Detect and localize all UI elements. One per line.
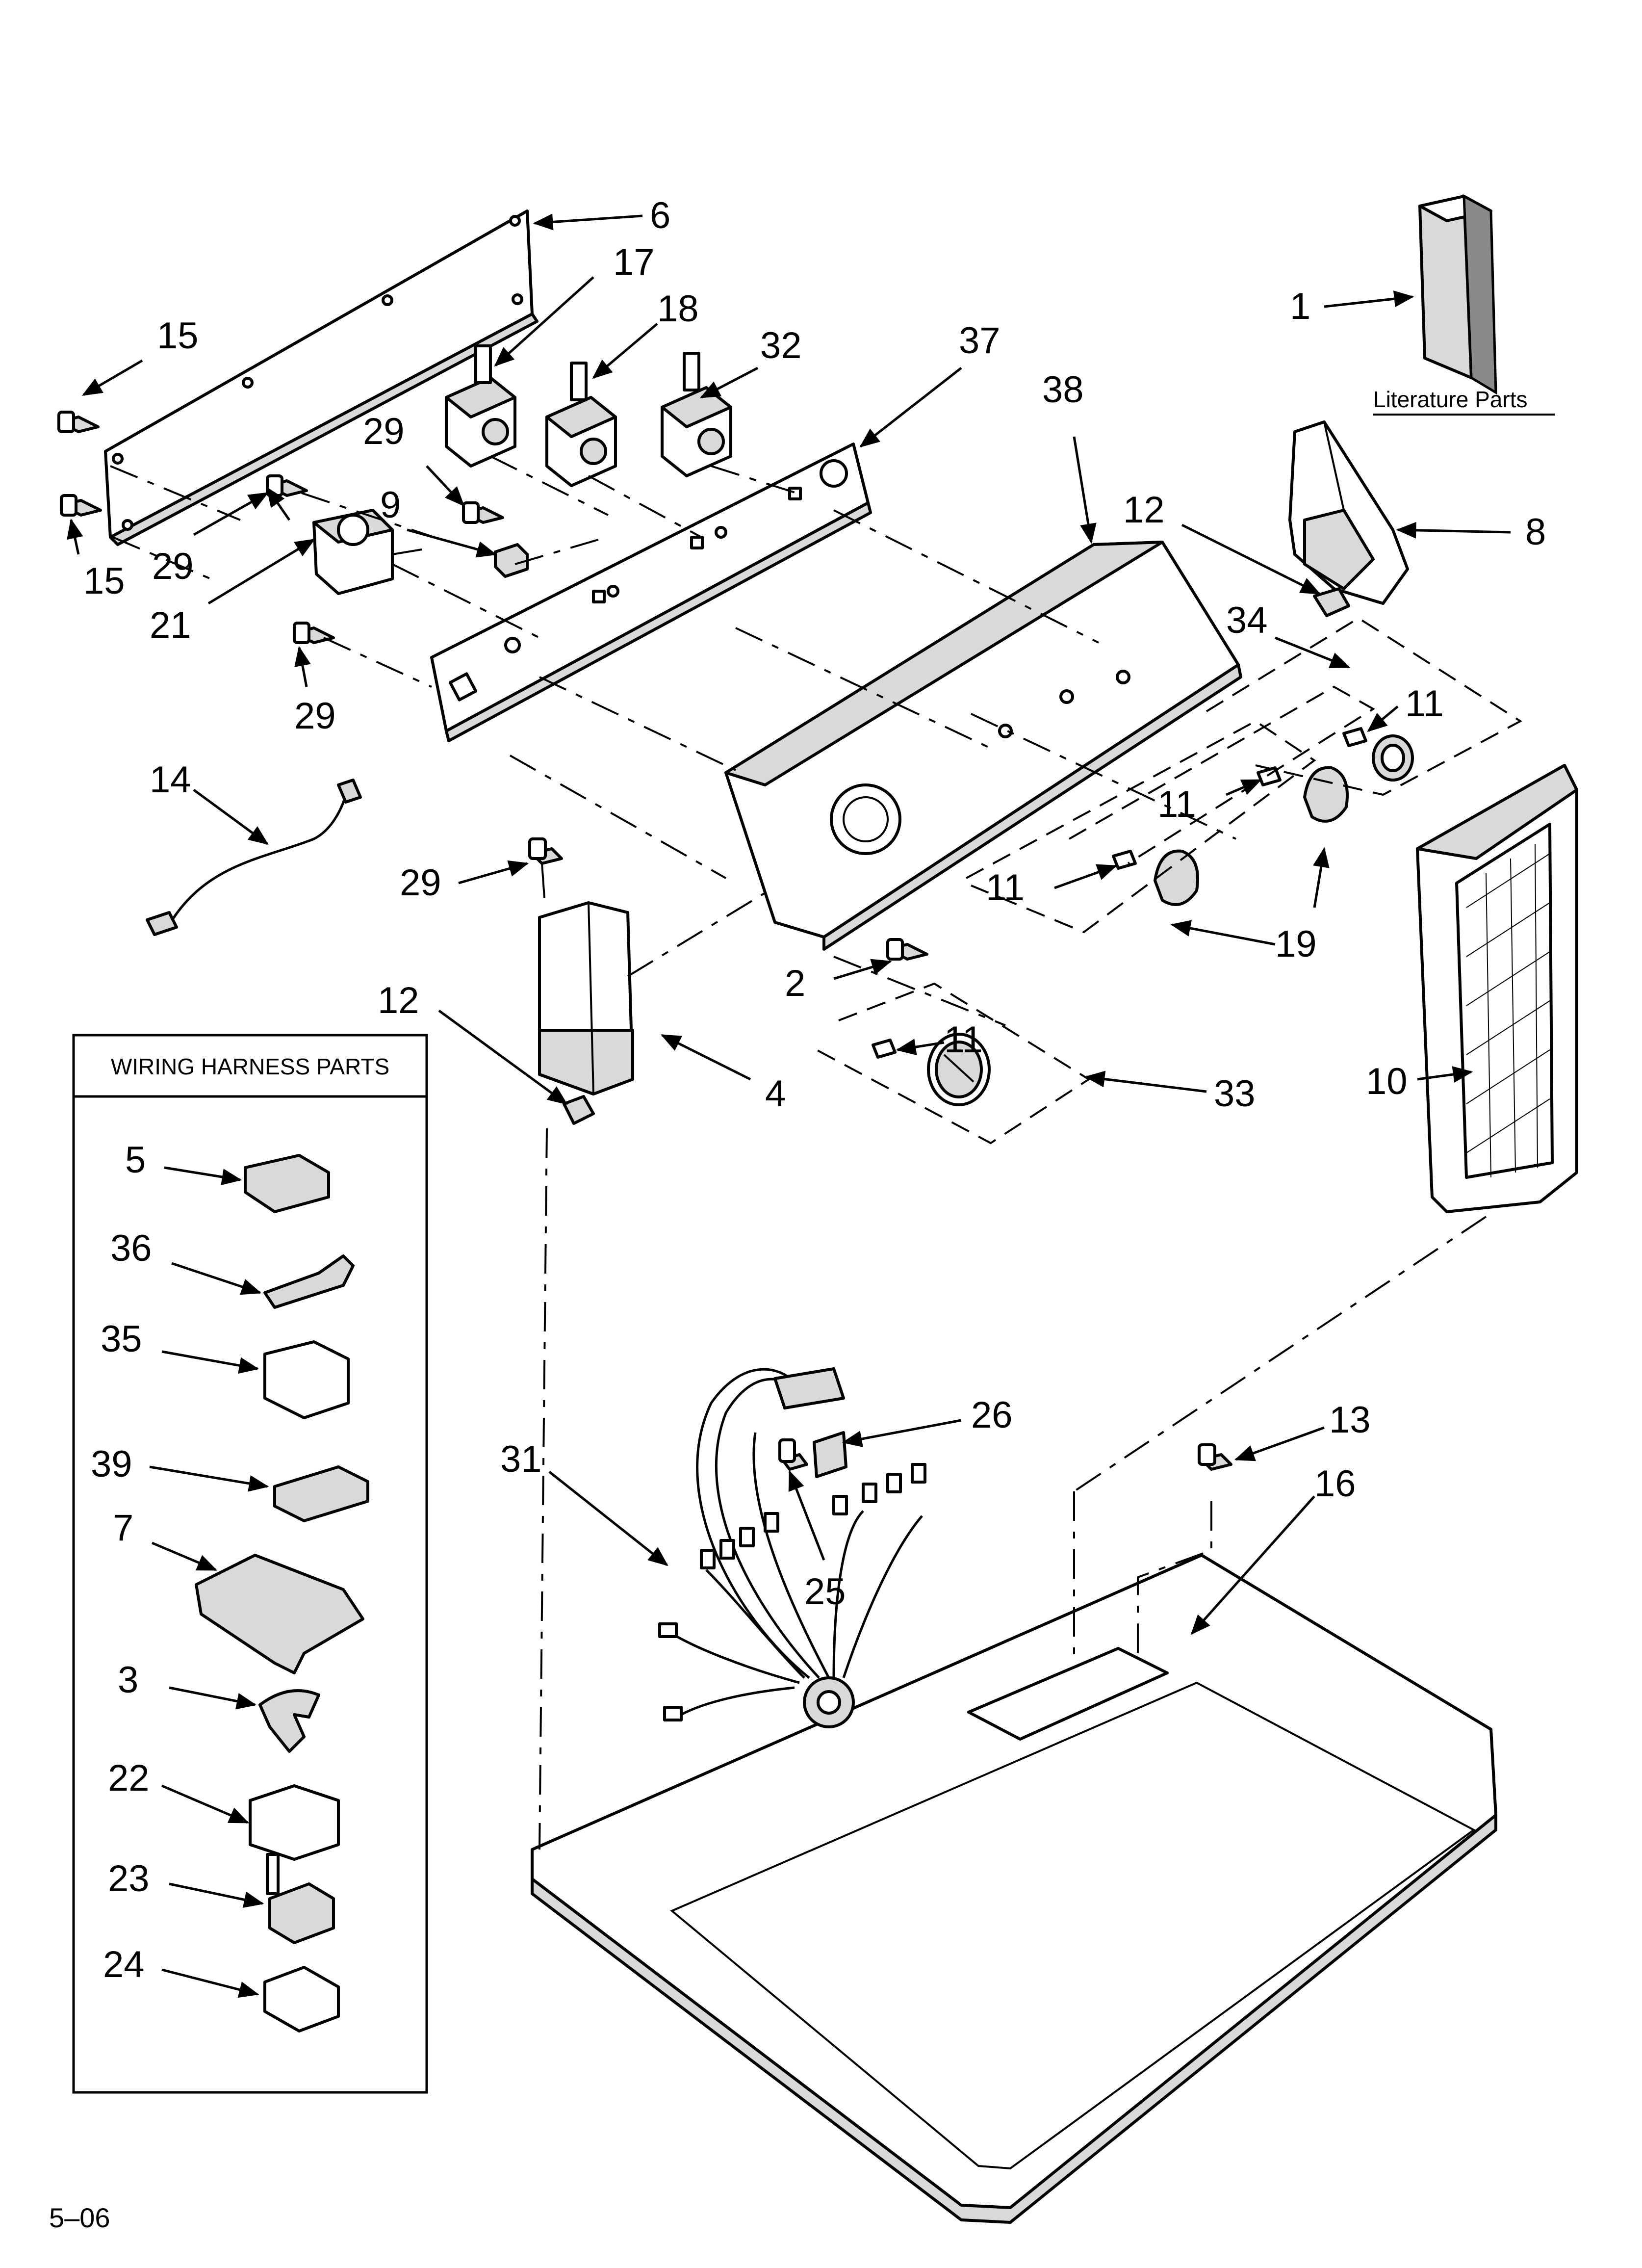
callout-16: 16 bbox=[1314, 1463, 1356, 1505]
switch-17 bbox=[445, 344, 516, 468]
callout-29-top: 29 bbox=[363, 411, 405, 452]
callout-15-lower: 15 bbox=[83, 560, 125, 602]
callout-10: 10 bbox=[1366, 1061, 1408, 1102]
callout-labels: 6 17 18 32 37 38 1 8 12 34 11 11 11 19 1… bbox=[83, 195, 1546, 1985]
callout-19: 19 bbox=[1275, 923, 1317, 965]
connector-24 bbox=[263, 1966, 340, 2033]
footer-code: 5–06 bbox=[49, 2202, 110, 2233]
callout-11-a: 11 bbox=[1405, 683, 1444, 725]
callout-11-d: 11 bbox=[944, 1019, 983, 1061]
console-rear-panel bbox=[104, 209, 539, 546]
connector-5 bbox=[244, 1154, 330, 1213]
callout-29-cap: 29 bbox=[400, 862, 441, 904]
callout-6: 6 bbox=[650, 195, 670, 236]
lint-screen-10 bbox=[1416, 764, 1578, 1213]
callout-3: 3 bbox=[118, 1659, 138, 1701]
callout-32: 32 bbox=[760, 325, 802, 366]
callout-38: 38 bbox=[1042, 369, 1084, 411]
wire-14 bbox=[146, 779, 362, 936]
literature-caption: Literature Parts bbox=[1373, 387, 1527, 412]
adapter-11-d bbox=[872, 1039, 897, 1059]
knob-34 bbox=[1372, 734, 1414, 782]
clip-26 bbox=[813, 1431, 847, 1478]
screw-29-left bbox=[266, 474, 308, 497]
screw-15-upper bbox=[57, 411, 100, 433]
end-cap-4 bbox=[538, 901, 634, 1095]
callout-29-left: 29 bbox=[152, 546, 194, 587]
clip-12-upper bbox=[1313, 587, 1350, 617]
part-9-clip bbox=[494, 543, 529, 578]
callout-34: 34 bbox=[1226, 600, 1268, 641]
timer-21 bbox=[312, 509, 422, 595]
callout-5: 5 bbox=[125, 1139, 146, 1181]
callout-35: 35 bbox=[101, 1318, 142, 1360]
callout-13: 13 bbox=[1329, 1399, 1371, 1441]
callout-33: 33 bbox=[1214, 1073, 1256, 1115]
callout-18: 18 bbox=[657, 288, 699, 330]
callout-24: 24 bbox=[103, 1944, 145, 1985]
connector-22 bbox=[249, 1784, 340, 1861]
clip-12-lower bbox=[563, 1095, 595, 1125]
callout-17: 17 bbox=[613, 241, 655, 283]
literature-booklet bbox=[1418, 195, 1473, 379]
switch-18 bbox=[545, 362, 617, 487]
callout-2: 2 bbox=[785, 963, 805, 1004]
callout-29-low: 29 bbox=[294, 695, 336, 737]
callout-11-b: 11 bbox=[1157, 783, 1196, 825]
callout-26: 26 bbox=[971, 1394, 1013, 1436]
callout-23: 23 bbox=[108, 1858, 150, 1900]
callout-22: 22 bbox=[108, 1757, 150, 1799]
screw-15-lower bbox=[60, 494, 102, 517]
connector-23 bbox=[268, 1882, 335, 1944]
leader-arrows bbox=[67, 213, 1511, 1998]
console-38 bbox=[724, 541, 1242, 951]
callout-25: 25 bbox=[804, 1571, 846, 1613]
wiring-box-title: WIRING HARNESS PARTS bbox=[111, 1054, 389, 1079]
callout-12-lower: 12 bbox=[378, 980, 419, 1021]
callout-37: 37 bbox=[959, 320, 1001, 362]
assembly-lines bbox=[110, 455, 1522, 1850]
callout-4: 4 bbox=[765, 1073, 786, 1115]
callout-12-upper: 12 bbox=[1123, 489, 1165, 531]
bracket-8 bbox=[1288, 420, 1409, 605]
clip-3 bbox=[258, 1689, 320, 1753]
harness-connector bbox=[773, 1367, 845, 1409]
callout-14: 14 bbox=[150, 759, 191, 801]
screw-2 bbox=[886, 938, 928, 961]
control-bracket-37 bbox=[430, 443, 872, 742]
callout-8: 8 bbox=[1525, 511, 1546, 553]
callout-11-c: 11 bbox=[986, 867, 1025, 909]
callout-39: 39 bbox=[91, 1443, 132, 1485]
screw-29-mid bbox=[462, 501, 504, 524]
callout-15-upper: 15 bbox=[157, 315, 199, 357]
lint-screen-mesh bbox=[1466, 843, 1550, 1178]
wiring-harness-31 bbox=[658, 1367, 926, 1721]
screw-29-cap bbox=[528, 837, 563, 898]
adapter-11-c bbox=[1112, 850, 1137, 870]
knob-19-right bbox=[1303, 766, 1349, 823]
callout-31: 31 bbox=[500, 1438, 542, 1480]
callout-36: 36 bbox=[110, 1227, 152, 1269]
callout-1: 1 bbox=[1290, 286, 1310, 327]
wiring-harness-box: WIRING HARNESS PARTS bbox=[72, 1034, 428, 2094]
connector-39 bbox=[273, 1465, 369, 1522]
switch-32 bbox=[661, 352, 732, 477]
callout-7: 7 bbox=[113, 1507, 133, 1549]
literature-parts-group: Literature Parts bbox=[1373, 194, 1555, 416]
callout-21: 21 bbox=[150, 604, 191, 646]
callout-9: 9 bbox=[380, 484, 401, 526]
knob-33 bbox=[927, 1033, 991, 1106]
screw-25 bbox=[778, 1438, 808, 1471]
screw-13 bbox=[1198, 1443, 1232, 1471]
connector-35 bbox=[263, 1340, 350, 1419]
terminal-36 bbox=[263, 1254, 355, 1309]
connector-7 bbox=[195, 1554, 364, 1674]
knob-19-left bbox=[1154, 849, 1199, 906]
screw-29-low bbox=[293, 622, 335, 644]
dryer-top-panel-16 bbox=[531, 1554, 1497, 2224]
adapter-11-a bbox=[1342, 727, 1367, 747]
